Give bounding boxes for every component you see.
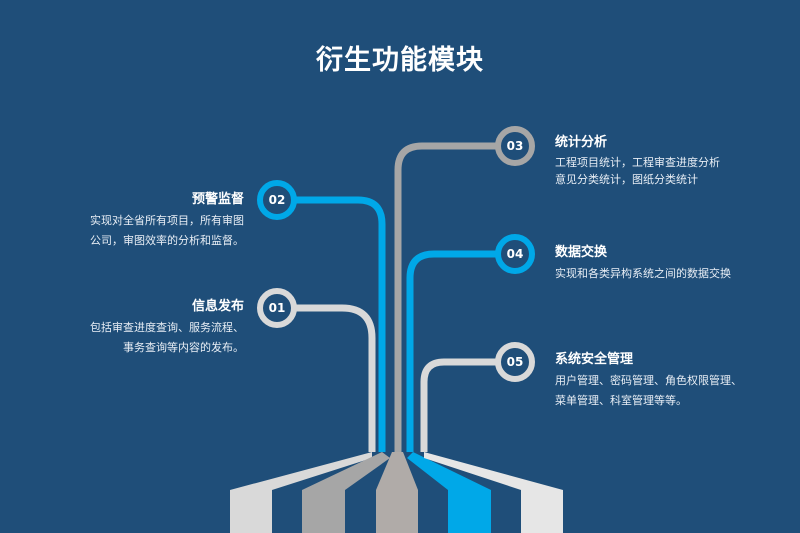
trunk-block-5 <box>424 452 563 533</box>
trunk-block-4 <box>407 452 491 533</box>
item-05: 系统安全管理 用户管理、密码管理、角色权限管理、 菜单管理、科室管理等等。 <box>555 348 795 411</box>
item-03-heading: 统计分析 <box>555 135 608 150</box>
item-01-heading: 信息发布 <box>191 299 244 314</box>
item-04-heading: 数据交换 <box>555 245 608 260</box>
branch-02 <box>291 196 386 452</box>
item-03-desc-line-1: 工程项目统计，工程审查进度分析 <box>555 156 720 169</box>
trunk-block-1 <box>230 452 372 533</box>
node-ring-03 <box>495 126 535 166</box>
item-02: 预警监督 实现对全省所有项目，所有审图 公司，审图效率的分析和监督。 <box>44 188 244 251</box>
item-03-desc-line-2: 意见分类统计，图纸分类统计 <box>555 173 698 186</box>
node-ring-05 <box>495 342 535 382</box>
node-ring-02 <box>257 180 297 220</box>
item-02-desc-line-2: 公司，审图效率的分析和监督。 <box>90 234 244 247</box>
node-number-05: 05 <box>506 355 524 369</box>
item-01: 信息发布 包括审查进度查询、服务流程、 事务查询等内容的发布。 <box>44 295 244 358</box>
item-05-heading: 系统安全管理 <box>555 352 634 367</box>
trunk-block-3 <box>376 452 418 533</box>
item-04-desc-line-1: 实现和各类异构系统之间的数据交换 <box>555 267 731 280</box>
item-03: 统计分析 工程项目统计，工程审查进度分析 意见分类统计，图纸分类统计 <box>555 131 795 188</box>
node-number-02: 02 <box>268 193 286 207</box>
node-ring-04 <box>495 234 535 274</box>
branch-05 <box>420 358 501 452</box>
node-number-04: 04 <box>506 247 524 261</box>
trunk-block-2 <box>302 452 390 533</box>
item-02-heading: 预警监督 <box>191 192 244 207</box>
branch-04 <box>406 250 501 452</box>
node-number-01: 01 <box>268 301 286 315</box>
item-05-desc-line-1: 用户管理、密码管理、角色权限管理、 <box>555 374 742 387</box>
item-05-desc-line-2: 菜单管理、科室管理等等。 <box>555 394 687 407</box>
item-01-desc-line-2: 事务查询等内容的发布。 <box>123 341 244 354</box>
item-01-desc-line-1: 包括审查进度查询、服务流程、 <box>90 321 244 334</box>
item-02-desc-line-1: 实现对全省所有项目，所有审图 <box>90 214 244 227</box>
page-title: 衍生功能模块 <box>316 45 484 76</box>
node-number-03: 03 <box>506 139 524 153</box>
branch-03 <box>394 142 501 452</box>
node-ring-01 <box>257 288 297 328</box>
branch-01 <box>291 304 376 452</box>
item-04: 数据交换 实现和各类异构系统之间的数据交换 <box>555 241 795 284</box>
